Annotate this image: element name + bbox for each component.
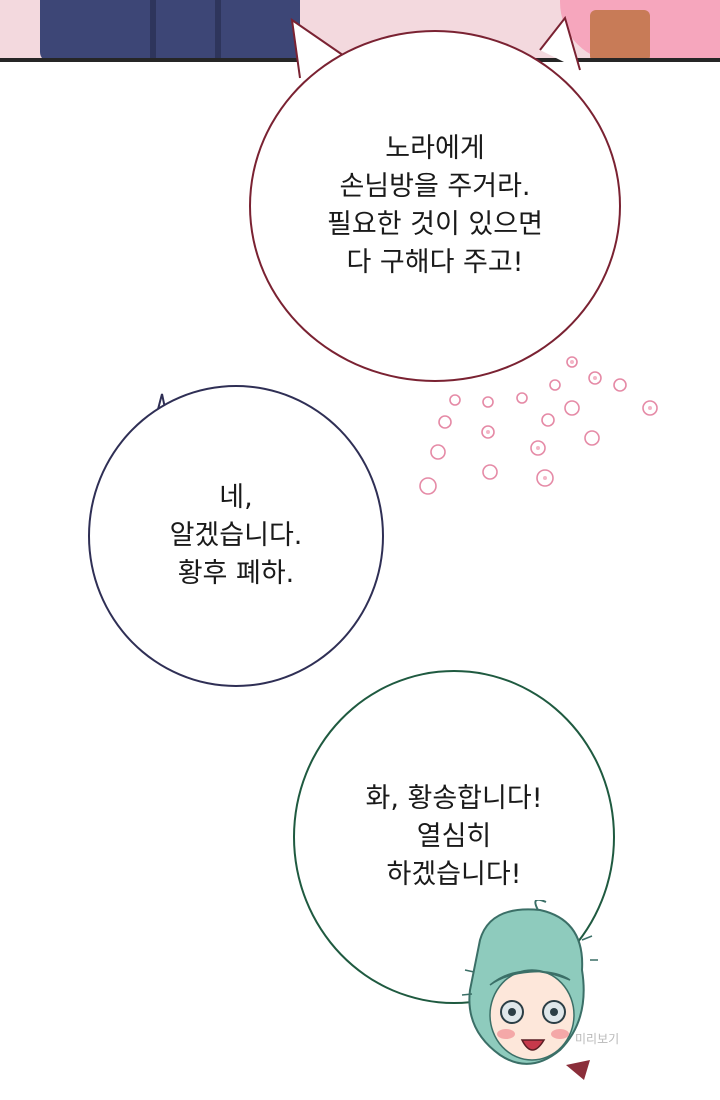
hair-ribbon [590,10,650,62]
dialogue-line: 필요한 것이 있으면 [327,209,543,240]
dialogue-line: 다 구해다 주고! [346,247,524,278]
dialogue-line: 네, [219,482,253,513]
dialogue-line: 하겠습니다! [386,859,522,890]
dialogue-line: 화, 황송합니다! [365,783,543,814]
watermark: 미리보기 [575,1032,620,1046]
character-skirt [40,0,300,62]
dialogue-line: 열심히 [416,821,492,852]
dialogue-line: 노라에게 [385,133,485,164]
speech-bubble-empress: 노라에게 손님방을 주거라. 필요한 것이 있으면 다 구해다 주고! [249,30,621,382]
dialogue-line: 황후 폐하. [177,558,295,589]
speech-tail [539,15,581,71]
dialogue-text: 화, 황송합니다! 열심히 하겠습니다! [365,780,542,894]
speech-bubble-servant: 네, 알겠습니다. 황후 폐하. [88,385,384,687]
skirt-fold [215,0,221,62]
dialogue-text: 네, 알겠습니다. 황후 폐하. [170,479,303,593]
dialogue-line: 손님방을 주거라. [339,171,531,202]
dialogue-line: 알겠습니다. [169,520,303,551]
dialogue-text: 노라에게 손님방을 주거라. 필요한 것이 있으면 다 구해다 주고! [327,130,543,282]
flower-sparkle-decoration [419,356,658,495]
chibi-character-nora [461,900,598,1080]
skirt-fold [150,0,156,62]
